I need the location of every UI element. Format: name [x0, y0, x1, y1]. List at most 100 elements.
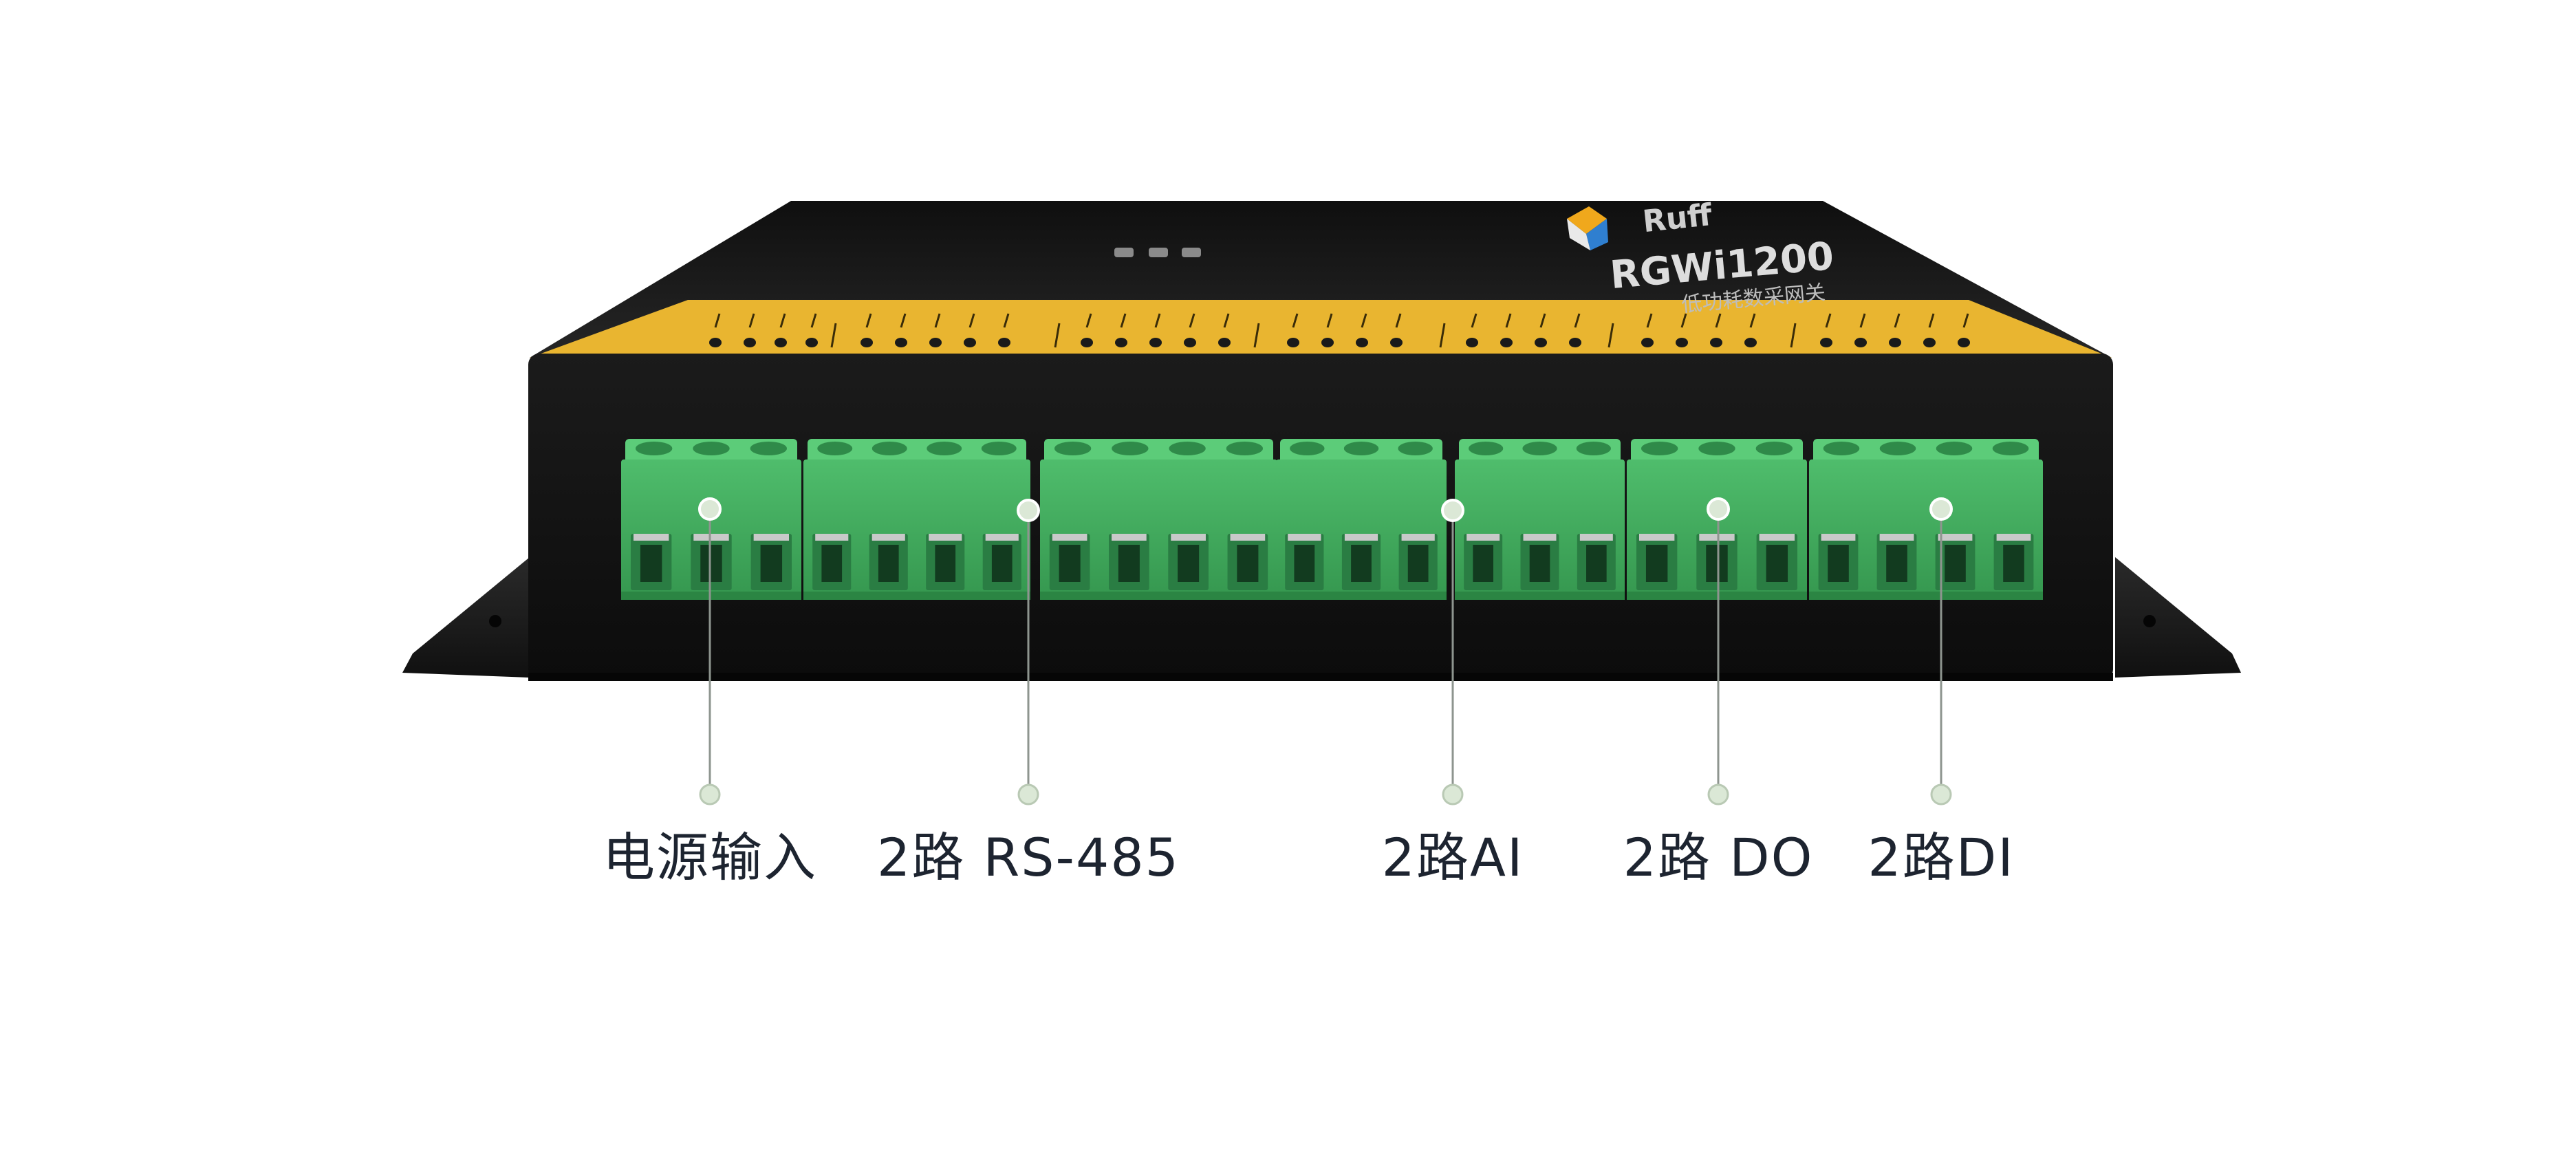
callout-dot-bottom	[1442, 783, 1464, 805]
port-mark-dot	[1854, 338, 1867, 347]
terminal-block	[1627, 439, 1807, 600]
terminal-slot-clamp	[1112, 534, 1147, 541]
terminal-slot-clamp	[1699, 534, 1735, 541]
terminal-slot-hole	[700, 545, 722, 582]
terminal-slot-clamp	[1938, 534, 1973, 541]
callout-dot-bottom	[1930, 783, 1952, 805]
port-group-divider	[1253, 323, 1260, 348]
callout-label-power: 电源输入	[603, 827, 817, 888]
terminal-slot-clamp	[1466, 534, 1500, 541]
terminal-screw	[1343, 442, 1379, 455]
terminal-screw	[872, 442, 907, 455]
port-mark-text	[1189, 313, 1195, 328]
terminal-slot-clamp	[1052, 534, 1087, 541]
terminal-block	[1040, 439, 1277, 600]
terminal-slot-hole	[1407, 545, 1429, 582]
port-mark-dot	[1958, 338, 1970, 347]
port-mark-text	[1361, 313, 1367, 328]
callout-label-do: 2路 DO	[1623, 827, 1814, 888]
port-mark-dot	[861, 338, 873, 347]
terminal-slot-clamp	[1344, 534, 1378, 541]
terminal-slot-clamp	[693, 534, 729, 541]
terminal-slot-clamp	[929, 534, 962, 541]
port-mark-text	[1962, 313, 1969, 328]
terminal-block	[1455, 439, 1625, 600]
callout-dot-bottom	[1017, 783, 1039, 805]
terminal-screw	[1469, 442, 1504, 455]
terminal-screw	[981, 442, 1017, 455]
terminal-slot-hole	[1706, 545, 1728, 582]
port-mark-dot	[964, 338, 976, 347]
port-mark-text	[1539, 313, 1546, 328]
port-mark-text	[1715, 313, 1722, 328]
terminal-slot-hole	[1529, 545, 1550, 582]
port-mark-dot	[1676, 338, 1688, 347]
port-mark-dot	[709, 338, 722, 347]
terminal-slot-hole	[1294, 545, 1315, 582]
port-mark-text	[1859, 313, 1866, 328]
port-mark-text	[1646, 313, 1653, 328]
right-mounting-flange	[2115, 557, 2241, 678]
callout-dot-top	[1929, 497, 1953, 521]
port-mark-dot	[1287, 338, 1299, 347]
port-mark-text	[900, 313, 907, 328]
port-mark-dot	[1081, 338, 1093, 347]
terminal-block-body	[803, 459, 1030, 600]
port-mark-dot	[1184, 338, 1196, 347]
port-group-divider	[1439, 323, 1446, 348]
terminal-slot-hole	[760, 545, 783, 582]
left-mount-hole	[489, 615, 501, 627]
terminal-screw	[1054, 442, 1092, 455]
callout-label-ai: 2路AI	[1381, 827, 1524, 888]
terminal-slot-hole	[878, 545, 899, 582]
port-group-divider	[1608, 323, 1614, 348]
port-group-divider	[830, 323, 837, 348]
callout-markers	[698, 497, 1953, 805]
terminal-block-top	[1813, 439, 2039, 465]
terminal-slot-clamp	[1759, 534, 1795, 541]
port-mark-text	[934, 313, 941, 328]
terminal-block	[803, 439, 1030, 600]
port-mark-dot	[1356, 338, 1368, 347]
port-mark-text	[714, 313, 721, 328]
terminal-screw	[1169, 442, 1206, 455]
terminal-screw	[1398, 442, 1433, 455]
callout-label-rs485: 2路 RS-485	[876, 827, 1180, 888]
terminal-slot-hole	[1828, 545, 1849, 582]
terminal-blocks	[621, 439, 2043, 600]
terminal-screw	[750, 442, 788, 455]
port-mark-text	[1680, 313, 1687, 328]
terminal-slot-clamp	[1638, 534, 1675, 541]
port-group-divider	[1054, 323, 1061, 348]
terminal-block	[1809, 439, 2043, 600]
terminal-slot-hole	[1351, 545, 1372, 582]
terminal-block-top	[1044, 439, 1273, 465]
port-mark-text	[1395, 313, 1402, 328]
port-mark-text	[1223, 313, 1230, 328]
port-mark-dot	[1500, 338, 1513, 347]
port-mark-dot	[744, 338, 756, 347]
port-mark-dot	[1710, 338, 1722, 347]
terminal-slot-hole	[1766, 545, 1788, 582]
terminal-slot-hole	[1586, 545, 1607, 582]
port-mark-dot	[998, 338, 1010, 347]
status-leds	[1114, 248, 1201, 257]
port-mark-dot	[1923, 338, 1936, 347]
terminal-screw	[1698, 442, 1735, 455]
port-mark-dot	[1641, 338, 1654, 347]
terminal-slot-clamp	[753, 534, 790, 541]
port-mark-dot	[1321, 338, 1334, 347]
terminal-screw	[1641, 442, 1678, 455]
terminal-screw	[1226, 442, 1264, 455]
port-mark-text	[1003, 313, 1010, 328]
port-mark-text	[1894, 313, 1901, 328]
terminal-block	[621, 439, 801, 600]
terminal-block-top	[808, 439, 1026, 465]
callout-dot-bottom	[1707, 783, 1729, 805]
terminal-screw	[1112, 442, 1149, 455]
terminal-slot-clamp	[1996, 534, 2031, 541]
port-mark-dot	[1115, 338, 1127, 347]
terminal-screw	[693, 442, 730, 455]
terminal-block-base	[621, 592, 801, 600]
terminal-screw	[1879, 442, 1916, 455]
